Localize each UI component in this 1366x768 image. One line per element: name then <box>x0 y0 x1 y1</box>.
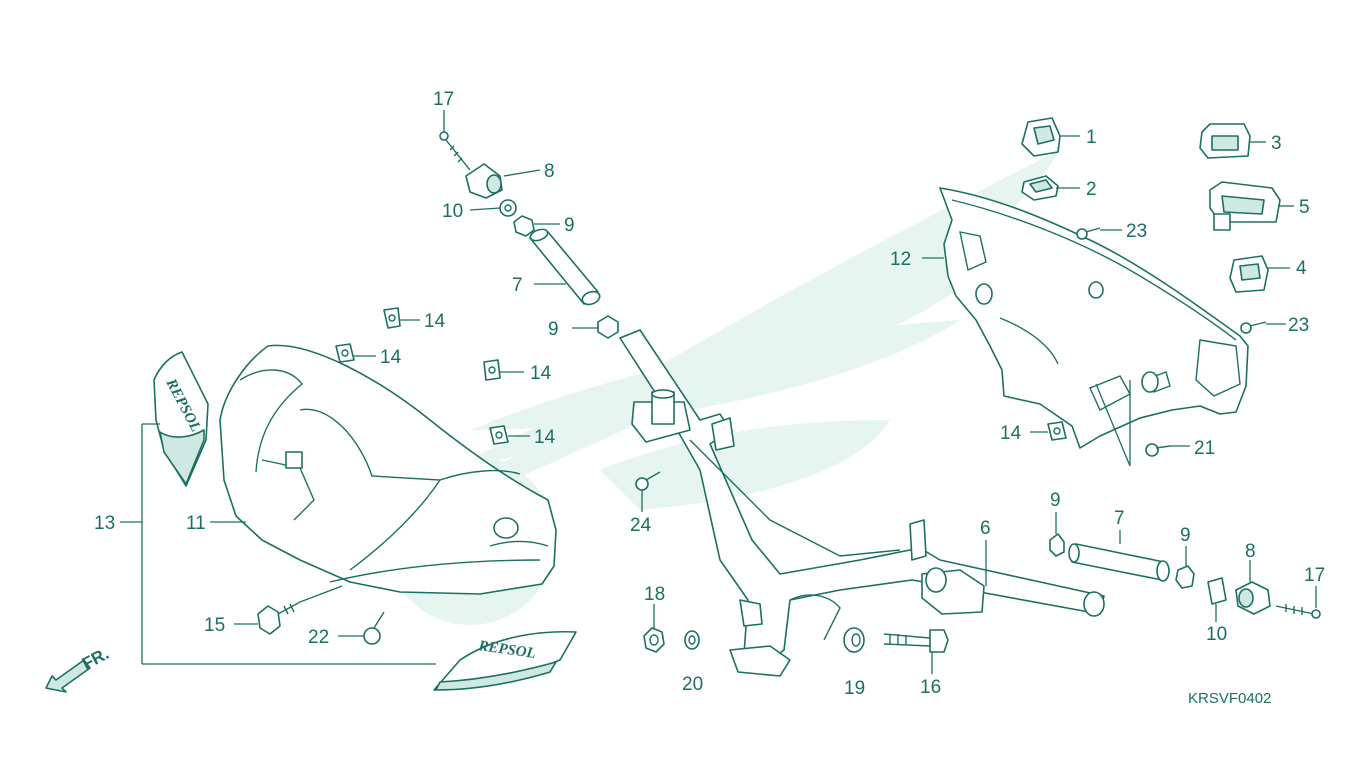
switch-part-4 <box>1229 255 1269 293</box>
callout-14-c: 14 <box>530 363 552 384</box>
switch-part-1 <box>1021 117 1061 157</box>
callout-7-lower: 7 <box>1114 508 1125 529</box>
callout-6: 6 <box>980 518 991 539</box>
clip-nut-part-14-c <box>483 359 501 381</box>
callout-4: 4 <box>1296 258 1307 279</box>
callout-8-lower: 8 <box>1245 541 1256 562</box>
callout-23-a: 23 <box>1126 221 1147 242</box>
callout-15: 15 <box>204 615 225 636</box>
callout-2: 2 <box>1086 179 1097 200</box>
screw-part-22 <box>363 611 385 645</box>
callout-21: 21 <box>1194 438 1215 459</box>
weight-part-7-upper <box>529 228 601 306</box>
callout-14-e: 14 <box>1000 423 1022 444</box>
front-handle-cover-part-11 <box>219 344 557 595</box>
screw-part-24 <box>635 471 661 491</box>
callout-20: 20 <box>682 674 703 695</box>
collar-part-19 <box>843 627 865 653</box>
callout-1: 1 <box>1086 127 1097 148</box>
nut-part-18 <box>643 627 665 653</box>
callout-10-lower: 10 <box>1206 624 1227 645</box>
switch-part-5 <box>1209 181 1281 231</box>
callout-12: 12 <box>890 249 911 270</box>
callout-8-upper: 8 <box>544 161 555 182</box>
screw-part-17-upper <box>439 131 471 171</box>
clip-nut-part-14-d <box>489 425 509 445</box>
rear-handle-cover-part-12 <box>939 187 1249 449</box>
callout-11: 11 <box>186 513 206 534</box>
callout-9-c: 9 <box>1050 490 1061 511</box>
washer-part-20 <box>684 630 700 650</box>
callout-14-b: 14 <box>380 347 402 368</box>
callout-22: 22 <box>308 627 329 648</box>
callout-17-lower: 17 <box>1304 565 1325 586</box>
screw-part-17-lower <box>1275 604 1321 619</box>
callout-14-d: 14 <box>534 427 556 448</box>
front-direction-arrow: FR. <box>45 644 112 693</box>
switch-part-3 <box>1199 123 1251 159</box>
nut-part-9-d <box>1175 565 1195 589</box>
callout-9-d: 9 <box>1180 525 1191 546</box>
callout-10-upper: 10 <box>442 201 463 222</box>
decal-lower-part-13: REPSOL <box>433 630 577 691</box>
callout-19: 19 <box>844 678 865 699</box>
clip-nut-part-14-e <box>1047 421 1067 441</box>
nut-part-9-b <box>597 315 619 339</box>
clip-nut-part-14-b <box>335 343 355 363</box>
callout-18: 18 <box>644 584 665 605</box>
callout-labels: 1 2 3 4 5 6 7 7 8 8 9 9 9 9 10 10 11 12 … <box>94 89 1325 699</box>
clip-nut-part-14-a <box>383 307 401 329</box>
diagram-code: KRSVF0402 <box>1188 690 1271 707</box>
clip-part-10-upper <box>499 199 517 217</box>
bar-end-part-8-lower <box>1235 581 1271 615</box>
callout-9-b: 9 <box>548 319 559 340</box>
bar-end-part-8-upper <box>465 163 503 199</box>
nut-part-9-c <box>1049 533 1065 557</box>
callout-5: 5 <box>1299 197 1310 218</box>
callout-3: 3 <box>1271 133 1282 154</box>
bolt-part-16 <box>883 629 949 653</box>
decal-upper-part-13: REPSOL <box>153 351 209 487</box>
callout-16: 16 <box>920 677 941 698</box>
callout-17-upper: 17 <box>433 89 454 110</box>
callout-13: 13 <box>94 513 115 534</box>
callout-24: 24 <box>630 515 652 536</box>
bolt-part-15 <box>257 601 301 635</box>
callout-14-a: 14 <box>424 311 446 332</box>
switch-part-2 <box>1021 175 1059 201</box>
weight-part-7-lower <box>1068 543 1170 582</box>
callout-9-a: 9 <box>564 215 575 236</box>
handlebar-pipe-part-6 <box>619 329 1105 677</box>
leader-lines <box>120 110 1317 674</box>
screw-part-23-a <box>1076 227 1101 240</box>
screw-part-23-b <box>1240 321 1267 334</box>
callout-7-upper: 7 <box>512 275 523 296</box>
screw-part-21 <box>1145 443 1171 457</box>
callout-23-b: 23 <box>1288 315 1309 336</box>
clip-part-10-lower <box>1207 577 1227 605</box>
nut-part-9-a <box>513 215 535 237</box>
